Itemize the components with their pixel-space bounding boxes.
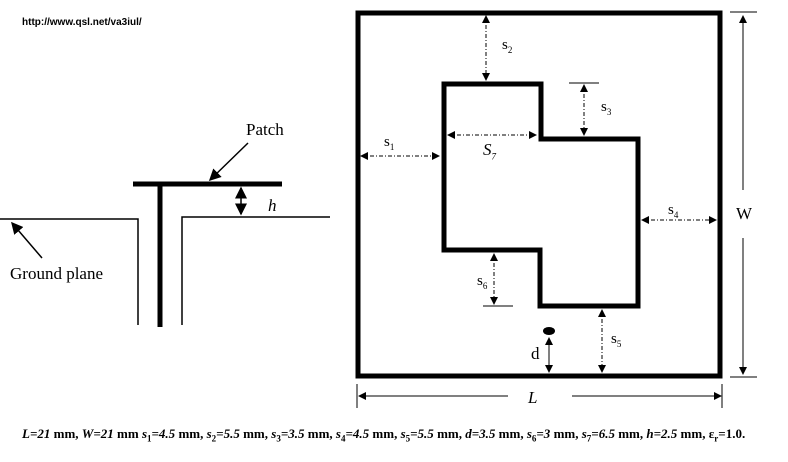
s6-label: s6 [477, 273, 488, 291]
dim-s7: s7=6.5 mm, [581, 426, 647, 444]
dim-s6: s6=3 mm, [526, 426, 582, 444]
dim-s3: s3=3.5 mm, [271, 426, 336, 444]
dim-h: h=2.5 mm, [646, 426, 709, 441]
ground-outline [355, 10, 723, 379]
d-label: d [531, 344, 540, 363]
s3-label: s3 [601, 99, 612, 117]
ground-plane-label: Ground plane [10, 264, 104, 283]
s1-label: s1 [384, 134, 395, 152]
ground-plane-left [0, 218, 139, 325]
patch-outline [441, 81, 641, 309]
dim-er: εr=1.0. [708, 426, 746, 444]
dim-s1: s1=4.5 mm, [141, 426, 207, 444]
patch-pointer [208, 142, 249, 182]
source-url: http://www.qsl.net/va3iul/ [22, 17, 142, 28]
ground-plane-right [181, 216, 330, 325]
s7-label: S7 [483, 140, 496, 162]
l-label: L [528, 388, 538, 407]
ground-pointer [11, 221, 43, 259]
s2-label: s2 [502, 37, 513, 55]
feed-point [543, 327, 555, 335]
s4-label: s4 [668, 202, 679, 220]
dim-s2: s2=5.5 mm, [206, 426, 272, 444]
side-view [0, 142, 330, 327]
dim-L: L=21 mm, [22, 426, 82, 441]
dim-s5: s5=5.5 mm, [400, 426, 466, 444]
dim-d: d=3.5 mm, [465, 426, 527, 441]
h-label: h [268, 196, 277, 215]
s5-label: s5 [611, 331, 622, 349]
w-label: W [736, 204, 753, 223]
patch-label: Patch [246, 120, 284, 139]
dim-W: W=21 mm [81, 426, 142, 441]
dim-s4: s4=4.5 mm, [335, 426, 401, 444]
dimensions-caption: L=21 mm, W=21 mm s1=4.5 mm, s2=5.5 mm, s… [22, 425, 788, 448]
top-view [355, 10, 757, 408]
